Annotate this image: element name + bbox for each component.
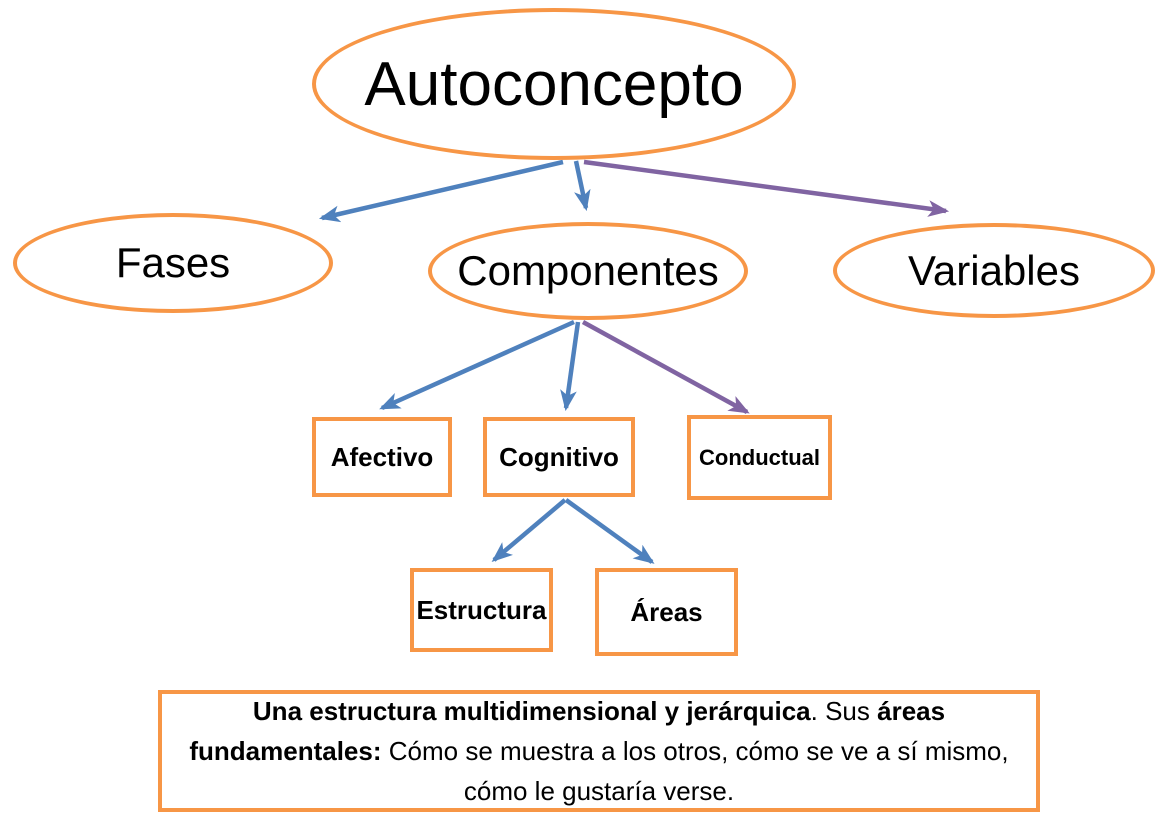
node-areas: Áreas: [595, 568, 738, 656]
node-componentes: Componentes: [428, 222, 748, 320]
note-line2-bold: fundamentales:: [189, 736, 382, 766]
node-conductual-label: Conductual: [699, 444, 820, 470]
edge-autoconcepto-componentes: [573, 160, 591, 212]
node-estructura-label: Estructura: [416, 594, 547, 625]
node-conductual: Conductual: [687, 415, 832, 500]
edge-cognitivo-areas: [564, 498, 655, 564]
node-fases: Fases: [13, 213, 333, 313]
note-line-1: Una estructura multidimensional y jerárq…: [162, 691, 1036, 731]
node-fases-label: Fases: [115, 239, 231, 286]
note-line-3: cómo le gustaría verse.: [162, 771, 1036, 811]
node-variables: Variables: [833, 223, 1155, 318]
edge-componentes-cognitivo: [560, 321, 581, 412]
edge-componentes-conductual: [581, 320, 750, 414]
note-line-2: fundamentales: Cómo se muestra a los otr…: [162, 731, 1036, 771]
node-autoconcepto: Autoconcepto: [312, 8, 796, 160]
note-line1-bold: Una estructura multidimensional y jerárq…: [252, 696, 811, 726]
edge-componentes-afectivo: [379, 319, 575, 411]
edge-autoconcepto-fases: [318, 159, 564, 223]
note-line3-text: cómo le gustaría verse.: [463, 776, 735, 806]
node-afectivo: Afectivo: [312, 417, 452, 497]
node-autoconcepto-label: Autoconcepto: [364, 49, 744, 119]
node-variables-label: Variables: [908, 246, 1080, 294]
node-componentes-label: Componentes: [457, 247, 719, 294]
node-estructura: Estructura: [410, 568, 553, 652]
note-line1-bold2: áreas: [877, 696, 946, 726]
note-box: Una estructura multidimensional y jerárq…: [158, 690, 1040, 812]
node-afectivo-label: Afectivo: [330, 441, 434, 472]
node-cognitivo-label: Cognitivo: [499, 441, 619, 472]
edge-autoconcepto-variables: [583, 159, 950, 217]
note-line1-mid: . Sus: [810, 696, 878, 726]
node-areas-label: Áreas: [630, 596, 703, 627]
edge-cognitivo-estructura: [491, 498, 567, 563]
note-line2-rest: Cómo se muestra a los otros, cómo se ve …: [381, 736, 1009, 766]
node-cognitivo: Cognitivo: [483, 417, 635, 497]
